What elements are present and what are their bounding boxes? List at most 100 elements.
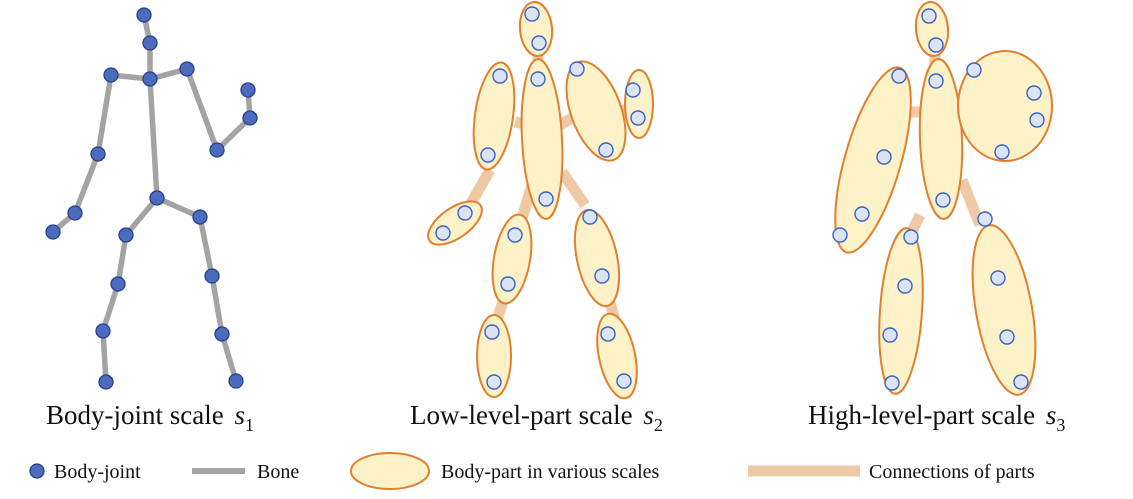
body-joint-chest <box>142 71 158 87</box>
part-body-joint <box>531 35 547 51</box>
bone-rank-rfoot <box>219 331 239 384</box>
part-connection <box>557 168 590 209</box>
bone-lank-lfoot <box>100 328 109 385</box>
bone-lel-lwr <box>72 151 101 216</box>
body-joint-rhip <box>192 209 208 225</box>
joints-group <box>45 7 258 390</box>
part-body-joint <box>882 327 898 343</box>
part-body-joint <box>582 209 598 225</box>
body-joint-rfoot <box>228 373 244 389</box>
caption-body-joint-scale: Body-joint scale s1 <box>46 400 254 435</box>
part-body-joint <box>891 68 907 84</box>
body-part-ellipse <box>520 58 564 220</box>
part-joints-low <box>435 6 646 390</box>
body-part-ellipse <box>834 66 912 254</box>
body-joint-neck <box>142 35 158 51</box>
body-joint-lsh <box>103 67 119 83</box>
bone-pelvis-lhip <box>123 195 160 238</box>
part-body-joint <box>876 149 892 165</box>
part-body-joint <box>884 375 900 391</box>
part-body-joint <box>600 326 616 342</box>
body-joint-lank <box>95 323 111 339</box>
high-level-part-figure <box>832 1 1053 396</box>
body-part-ellipse <box>878 227 924 395</box>
bones-group <box>50 12 253 385</box>
body-joint-rwr <box>242 110 258 126</box>
part-body-joint <box>594 268 610 284</box>
part-body-joint <box>854 206 870 222</box>
body-part-ellipse <box>472 61 516 171</box>
part-body-joint <box>928 73 944 89</box>
legend-part-marker <box>350 452 430 490</box>
part-body-joint <box>616 373 632 389</box>
body-parts-high <box>834 1 1053 396</box>
part-body-joint <box>928 37 944 53</box>
bone-rhip-rkn <box>197 214 215 279</box>
part-body-joint <box>990 270 1006 286</box>
body-part-ellipse <box>596 312 638 400</box>
part-body-joint <box>977 211 993 227</box>
body-joint-rhand <box>240 82 256 98</box>
bone-lkn-lank <box>100 281 121 334</box>
legend-part-label: Body-part in various scales <box>441 461 659 483</box>
legend-joint-marker <box>29 463 45 479</box>
legend-joint-label: Body-joint <box>54 461 141 483</box>
bone-lhip-lkn <box>115 232 129 287</box>
part-body-joint <box>480 147 496 163</box>
caption-high-level-part-scale: High-level-part scale s3 <box>808 400 1065 435</box>
body-part-ellipse <box>573 208 621 308</box>
body-joint-lel <box>90 146 106 162</box>
part-body-joint <box>598 142 614 158</box>
body-joint-rel <box>209 142 225 158</box>
part-body-joint <box>500 276 516 292</box>
body-part-ellipse <box>491 213 533 305</box>
body-part-ellipse <box>427 200 483 246</box>
legend-connection-label: Connections of parts <box>869 461 1035 483</box>
body-joint-rsh <box>179 61 195 77</box>
legend: Body-joint Bone Body-part in various sca… <box>29 452 1035 490</box>
body-parts-low <box>427 1 654 400</box>
part-joints-high <box>832 8 1045 391</box>
legend-bone-label: Bone <box>257 461 299 483</box>
body-part-ellipse <box>918 58 964 220</box>
body-joint-lkn <box>110 276 126 292</box>
part-body-joint <box>630 110 646 126</box>
part-body-joint <box>1026 85 1042 101</box>
part-body-joint <box>524 6 540 22</box>
part-body-joint <box>625 82 641 98</box>
body-joint-rank <box>214 326 230 342</box>
part-body-joint <box>538 191 554 207</box>
body-joint-head <box>136 7 152 23</box>
body-part-ellipse <box>624 69 654 139</box>
bone-chest-pelvis <box>147 76 160 201</box>
body-joint-lhip <box>118 227 134 243</box>
part-body-joint <box>486 374 502 390</box>
part-body-joint <box>569 61 585 77</box>
part-body-joint <box>994 144 1010 160</box>
part-connection <box>557 113 575 130</box>
part-body-joint <box>999 329 1015 345</box>
part-body-joint <box>921 8 937 24</box>
part-connection <box>465 167 495 208</box>
body-joint-pelvis <box>149 190 165 206</box>
body-part-ellipse <box>971 224 1037 396</box>
part-body-joint <box>903 229 919 245</box>
body-joint-lwr <box>67 205 83 221</box>
part-body-joint <box>507 227 523 243</box>
part-body-joint <box>1013 374 1029 390</box>
bone-rkn-rank <box>209 273 225 337</box>
part-body-joint <box>832 227 848 243</box>
part-body-joint <box>935 192 951 208</box>
body-joint-lfoot <box>98 374 114 390</box>
bone-lsh-lel <box>95 72 114 157</box>
body-joint-skeleton <box>45 7 258 390</box>
part-connection <box>956 177 986 228</box>
body-part-ellipse <box>957 50 1053 162</box>
body-joint-lhand <box>45 224 61 240</box>
part-body-joint <box>530 71 546 87</box>
part-body-joint <box>897 278 913 294</box>
part-body-joint <box>457 205 473 221</box>
bone-rel-rwr <box>214 115 253 153</box>
caption-low-level-part-scale: Low-level-part scale s2 <box>410 400 663 435</box>
